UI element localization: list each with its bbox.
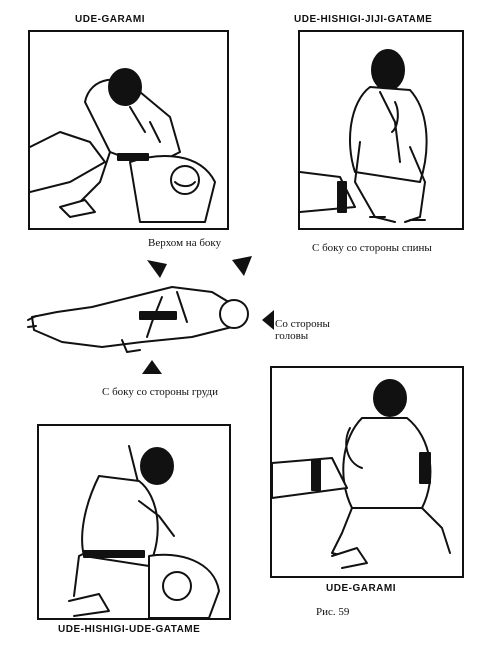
illustration-ude-garami-top (30, 68, 216, 223)
title-ude-hishigi-jiji-gatame: UDE-HISHIGI-JIJI-GATAME (294, 14, 433, 25)
panel-ude-hishigi-ude-gatame (37, 424, 231, 620)
panel-ude-garami-top (28, 30, 229, 230)
arrow-bottom-icon (142, 360, 162, 374)
arrow-right-icon (262, 310, 274, 330)
illustration-ude-garami-bottom (272, 379, 451, 569)
arrow-top-left-icon (147, 260, 167, 278)
panel-ude-garami-bottom (270, 366, 464, 578)
label-head-line1: Со стороны (275, 318, 330, 330)
label-back-side: С боку со стороны спины (312, 242, 432, 254)
title-ude-garami-top: UDE-GARAMI (75, 14, 145, 25)
label-head-line2: головы (275, 330, 309, 342)
arrow-top-right-icon (232, 256, 252, 276)
title-ude-garami-bottom: UDE-GARAMI (326, 583, 396, 594)
center-figure (22, 252, 278, 382)
illustration-lying-judoka (27, 256, 274, 374)
illustration-ude-hishigi-ude-gatame (68, 445, 220, 618)
panel-ude-hishigi-jiji-gatame (298, 30, 464, 230)
title-ude-hishigi-ude-gatame: UDE-HISHIGI-UDE-GATAME (58, 624, 201, 635)
illustration-ude-hishigi-jiji-gatame (300, 49, 428, 223)
label-head-side: Со стороны головы (275, 318, 330, 342)
label-top-side: Верхом на боку (148, 237, 222, 249)
label-chest-side: С боку со стороны груди (102, 386, 218, 398)
figure-number: Рис. 59 (316, 606, 350, 618)
